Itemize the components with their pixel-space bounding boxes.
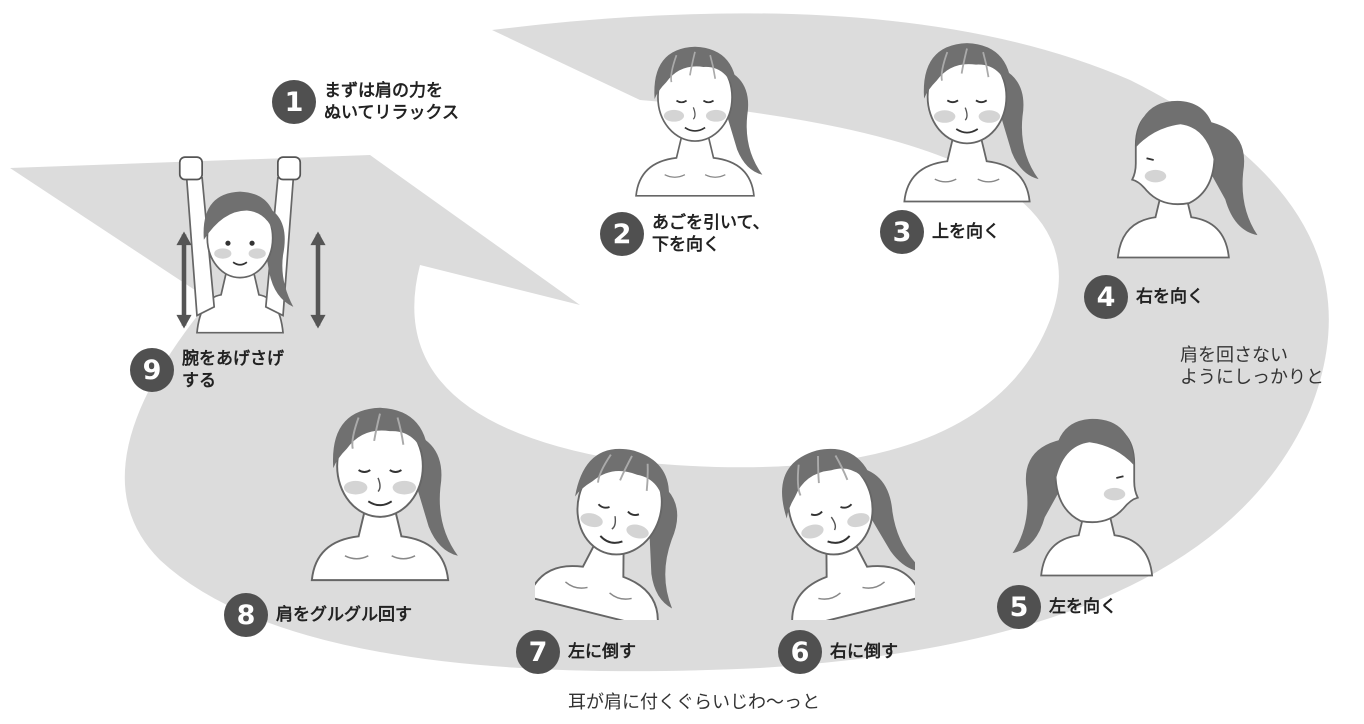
woman-profile-icon	[1011, 417, 1153, 577]
step-number-badge: 8	[224, 593, 268, 637]
step-number-badge: 6	[778, 630, 822, 674]
woman-tilt-icon	[535, 440, 685, 620]
step-4: 4 右を向く	[1084, 275, 1204, 319]
step-7: 7 左に倒す	[516, 630, 636, 674]
step-number-badge: 3	[880, 210, 924, 254]
step-label: 腕をあげさげする	[182, 349, 284, 391]
woman-face-icon	[903, 42, 1040, 203]
woman-profile-icon	[1117, 99, 1259, 259]
step-number-badge: 2	[600, 212, 644, 256]
step-number-badge: 7	[516, 630, 560, 674]
step-label: 左に倒す	[568, 642, 636, 662]
shoulder-note: 肩を回さない ようにしっかりと	[1180, 345, 1324, 388]
step-number-badge: 4	[1084, 275, 1128, 319]
woman-tilt-icon	[765, 440, 915, 620]
woman-face-icon	[635, 45, 764, 197]
step-label: 肩をグルグル回す	[276, 605, 412, 625]
step-2: 2 あごを引いて、下を向く	[600, 212, 770, 256]
step-9: 9 腕をあげさげする	[130, 348, 284, 392]
step-label: まずは肩の力をぬいてリラックス	[324, 81, 459, 123]
step-number-badge: 1	[272, 80, 316, 124]
step-label: 右に倒す	[830, 642, 898, 662]
step-label: 上を向く	[932, 222, 1000, 242]
step-label: あごを引いて、下を向く	[652, 213, 770, 255]
up-down-arrow-icon	[306, 230, 330, 330]
woman-face-icon	[310, 406, 459, 582]
ear-note: 耳が肩に付くぐらいじわ〜っと	[568, 692, 820, 713]
step-3: 3 上を向く	[880, 210, 1000, 254]
step-5: 5 左を向く	[997, 585, 1117, 629]
step-6: 6 右に倒す	[778, 630, 898, 674]
step-number-badge: 5	[997, 585, 1041, 629]
step-8: 8 肩をグルグル回す	[224, 593, 412, 637]
step-label: 左を向く	[1049, 597, 1117, 617]
up-down-arrow-icon	[172, 230, 196, 330]
step-1: 1 まずは肩の力をぬいてリラックス	[272, 80, 459, 124]
step-number-badge: 9	[130, 348, 174, 392]
step-label: 右を向く	[1136, 287, 1204, 307]
